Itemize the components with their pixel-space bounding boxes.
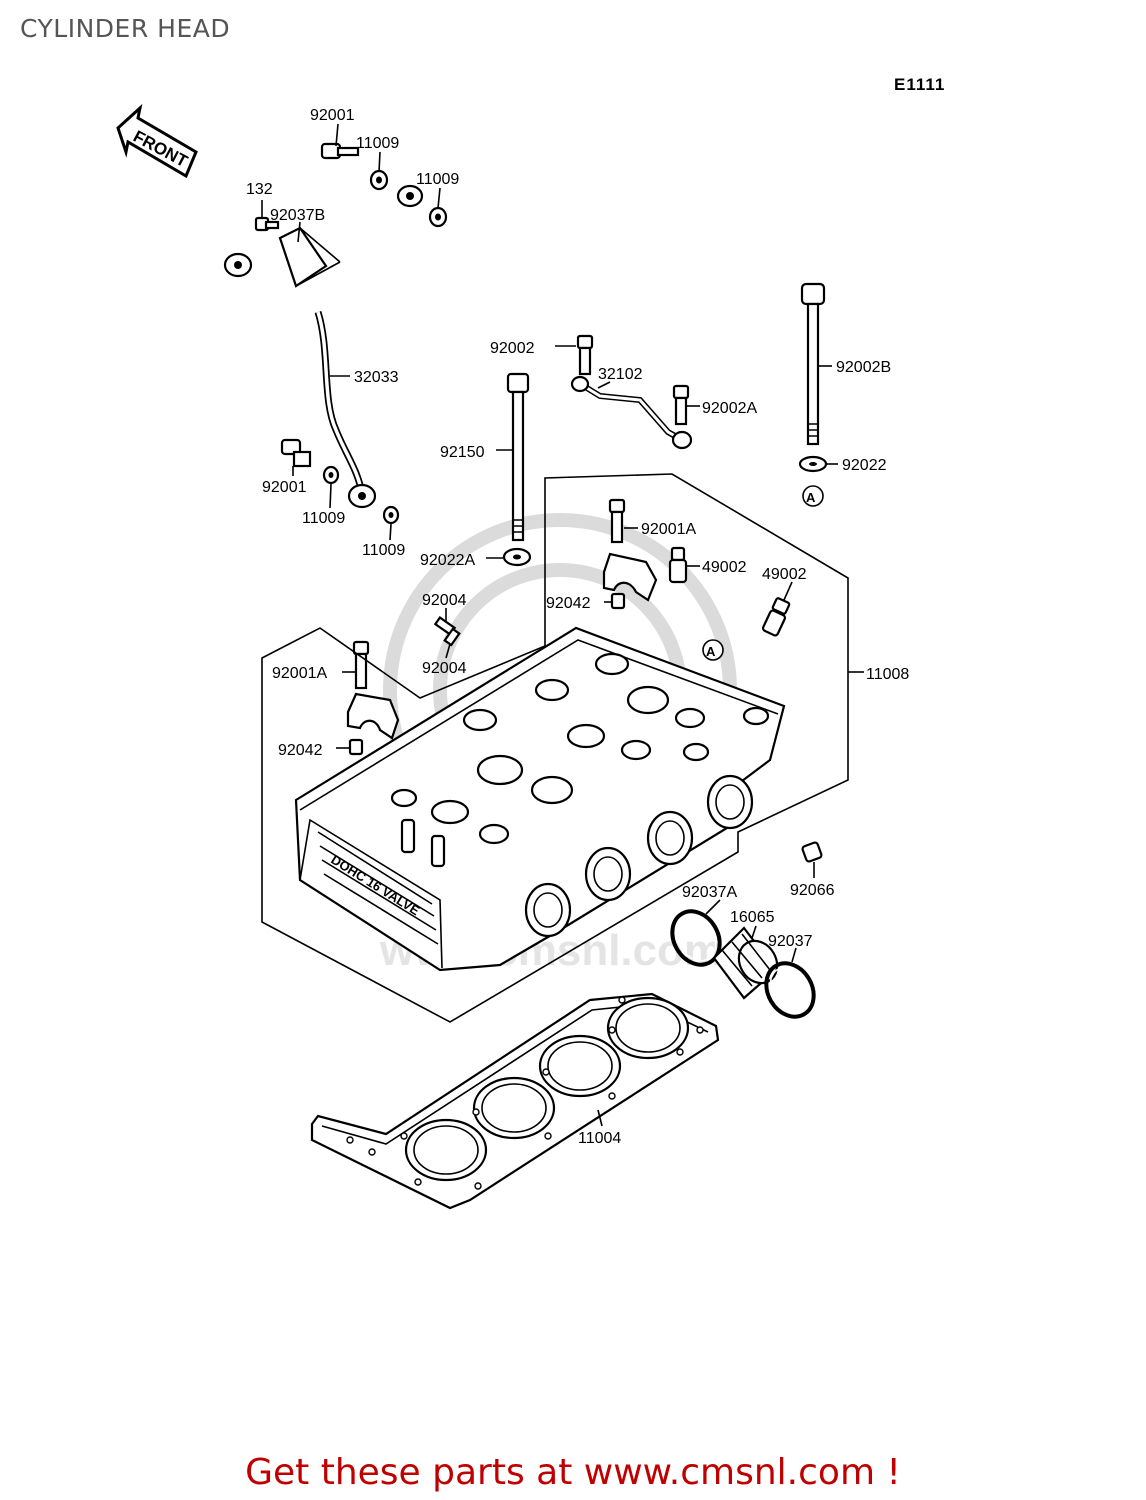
bolt-92002a (672, 384, 690, 426)
callout-92001a-left: 92001A (272, 665, 327, 682)
bolt-92001-upper (320, 142, 360, 160)
callout-92150: 92150 (440, 444, 485, 461)
callout-32102: 32102 (598, 366, 643, 383)
washer-11009-c (322, 465, 340, 485)
diagram-code: E1111 (894, 75, 945, 94)
callout-92066: 92066 (790, 882, 835, 899)
callout-16065: 16065 (730, 909, 775, 926)
plug-92066 (801, 841, 823, 863)
bolt-132 (254, 216, 280, 232)
callout-92002b: 92002B (836, 359, 891, 376)
washer-92022 (798, 455, 828, 473)
callout-11009-b: 11009 (416, 171, 459, 188)
bolt-92001a-right (608, 498, 626, 544)
callout-11009-c: 11009 (302, 510, 345, 527)
callout-92002a: 92002A (702, 400, 757, 417)
bolt-92001a-left (352, 640, 370, 690)
callout-92001-top: 92001 (310, 107, 355, 124)
callout-92004-bottom: 92004 (422, 660, 467, 677)
callout-11009-a: 11009 (356, 135, 399, 152)
head-gasket-11004 (310, 992, 720, 1210)
page-title: CYLINDER HEAD (20, 14, 231, 43)
clamp-92037 (764, 961, 816, 1019)
callout-92001-lower: 92001 (262, 479, 307, 496)
svg-text:A: A (806, 490, 816, 505)
assembly-outline (261, 473, 849, 1023)
front-arrow-icon: FRONT (116, 103, 198, 179)
reference-mark-a-head: A (702, 639, 724, 661)
washer-11009-d (382, 505, 400, 525)
callout-132: 132 (246, 181, 273, 198)
cylinder-head-11008: DOHC 16 VALVE (294, 626, 786, 972)
callout-labels: 92001 11009 11009 132 92037B 32033 92001… (246, 107, 909, 1147)
dowel-92042-left (348, 738, 364, 756)
cam-cap-left (346, 692, 400, 740)
svg-text:A: A (706, 644, 716, 659)
cmsnl-link[interactable]: Get these parts at www.cmsnl.com ! (245, 1452, 901, 1493)
oil-pipe-32102 (570, 375, 693, 450)
callout-49002-a: 49002 (702, 559, 747, 576)
callout-92001a-right: 92001A (641, 521, 696, 538)
callout-92042-left: 92042 (278, 742, 323, 759)
callout-92022a: 92022A (420, 552, 475, 569)
washer-92022a (502, 547, 532, 567)
stud-92150 (506, 372, 530, 542)
callout-92042-right: 92042 (546, 595, 591, 612)
washer-11009-b (428, 206, 448, 228)
callout-92037b: 92037B (270, 207, 325, 224)
footer-link[interactable]: Get these parts at www.cmsnl.com ! (0, 1452, 1146, 1493)
leader-lines (261, 123, 864, 1127)
bolt-92002 (576, 334, 594, 376)
reference-mark-a-right: A (802, 485, 824, 507)
callout-11008: 11008 (866, 666, 909, 683)
washer-11009-a (369, 169, 389, 191)
callout-32033: 32033 (354, 369, 399, 386)
stud-92004 (433, 616, 461, 647)
clamp-92037a (670, 909, 722, 967)
sensor-49002-b (761, 597, 791, 637)
callout-11009-d: 11009 (362, 542, 405, 559)
intake-holder-16065 (712, 926, 779, 1000)
callout-92022: 92022 (842, 457, 887, 474)
dowel-92042-right (610, 592, 626, 610)
sensor-49002-a (668, 546, 688, 584)
bolt-92001-lower (280, 438, 312, 468)
cam-cap-right (602, 552, 658, 602)
callout-92037a: 92037A (682, 884, 737, 901)
callout-92002: 92002 (490, 340, 535, 357)
oil-pipe-32033 (223, 184, 424, 509)
callout-92037: 92037 (768, 933, 813, 950)
stud-92002b (800, 282, 826, 446)
callout-92004-top: 92004 (422, 592, 467, 609)
callout-11004: 11004 (578, 1130, 621, 1147)
callout-49002-b: 49002 (762, 566, 807, 583)
